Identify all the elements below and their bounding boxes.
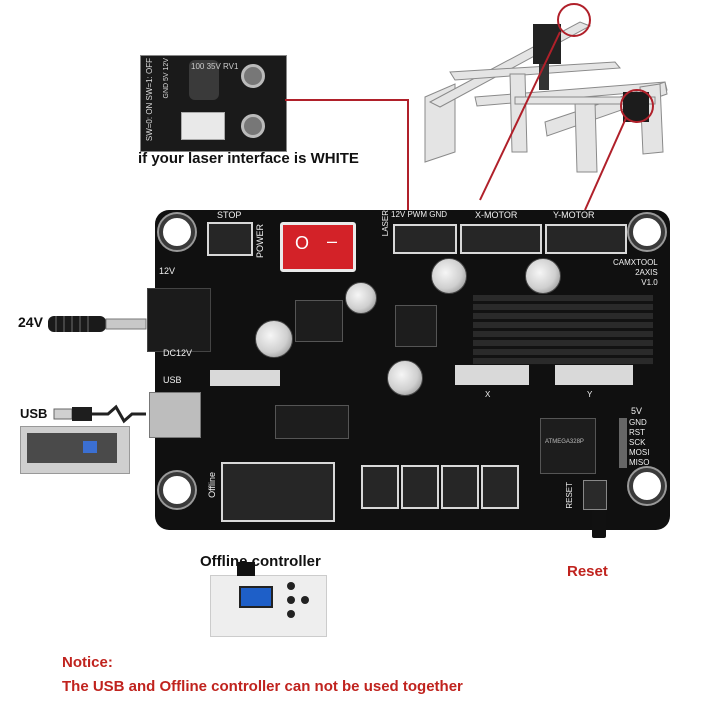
regulator-chip: [395, 305, 437, 347]
vga-port: [83, 441, 97, 453]
laser-pin-labels: 12V PWM GND: [391, 210, 448, 219]
laser-connector: [393, 224, 457, 254]
offline-label: Offline: [207, 472, 217, 498]
motor-driver-heatsink: [473, 295, 653, 365]
isp-pin-label: RST: [629, 428, 645, 437]
limit-connector: [481, 465, 519, 509]
stop-label: STOP: [217, 210, 242, 220]
mounting-hole: [241, 114, 265, 138]
mounting-hole: [159, 214, 195, 250]
reset-button[interactable]: [583, 480, 607, 510]
x-motor-label: X-MOTOR: [475, 210, 518, 220]
reset-label: Reset: [567, 563, 608, 580]
isp-pin-label: GND: [629, 418, 647, 427]
isp-pin-label: MISO: [629, 458, 650, 467]
dc12v-label: DC12V: [163, 348, 193, 358]
voltage-regulator: [295, 300, 343, 342]
dc-power-jack[interactable]: [147, 288, 211, 352]
5v-label: 5V: [631, 406, 643, 416]
usb-label: USB: [163, 375, 182, 385]
smd-resistors: [455, 365, 529, 385]
usb-cable-label: USB: [20, 406, 48, 421]
controller-cable-connector: [237, 562, 255, 576]
brand-model: 2AXIS: [635, 268, 658, 277]
dc-plug-cable-image: [48, 316, 147, 332]
capacitor: [345, 282, 377, 314]
x-axis-mark: X: [485, 390, 491, 399]
microcontroller: ATMEGA328P: [540, 418, 596, 474]
brand-version: V1.0: [641, 278, 658, 287]
usb-cable-image: [53, 404, 146, 424]
mounting-hole: [629, 468, 665, 504]
lcd-screen: [239, 586, 273, 608]
offline-controller-label: Offline controller: [200, 553, 321, 570]
notice-title: Notice:: [62, 654, 113, 671]
24v-label: 24V: [18, 314, 43, 330]
mounting-hole: [241, 64, 265, 88]
microcontroller-label: ATMEGA328P: [545, 439, 584, 445]
usb-serial-chip: [275, 405, 349, 439]
capacitor: [387, 360, 423, 396]
laser-label: LASER: [381, 210, 390, 237]
capacitor: [255, 320, 293, 358]
usb-port[interactable]: [149, 392, 201, 438]
x-motor-connector: [460, 224, 542, 254]
controller-board: STOP POWER O – LASER 12V PWM GND X-MOTOR…: [147, 210, 670, 530]
laser-engraver-machine-image: [424, 3, 668, 173]
stop-connector: [207, 222, 253, 256]
switch-on-mark: O: [295, 233, 310, 253]
y-axis-mark: Y: [587, 390, 593, 399]
switch-off-mark: –: [327, 231, 338, 251]
control-button: [287, 596, 295, 604]
inset-caption: if your laser interface is WHITE: [138, 150, 359, 167]
12v-label: 12V: [159, 266, 176, 276]
capacitor: [431, 258, 467, 294]
y-motor-label: Y-MOTOR: [553, 210, 595, 220]
white-laser-connector: [181, 112, 225, 140]
offline-controller-image: [210, 562, 327, 637]
brand-name: CAMXTOOL: [613, 258, 658, 267]
brand-label: CAMXTOOL 2AXIS V1.0: [613, 258, 658, 288]
smd-resistors: [555, 365, 633, 385]
power-label: POWER: [255, 224, 265, 259]
reset-plunger: [592, 510, 606, 538]
isp-pin-label: MOSI: [629, 448, 650, 457]
limit-connector: [361, 465, 399, 509]
offline-controller-port[interactable]: [221, 462, 335, 522]
capacitor: [189, 60, 219, 100]
limit-connector: [401, 465, 439, 509]
mounting-hole: [629, 214, 665, 250]
power-switch[interactable]: O –: [280, 222, 356, 272]
y-motor-connector: [545, 224, 627, 254]
isp-pin-label: SCK: [629, 438, 646, 447]
isp-pin-labels: GND RST SCK MOSI MISO: [629, 418, 649, 468]
laser-interface-photo: SW=0: ON SW=1: OFF GND 5V 12V 100 35V RV…: [140, 55, 287, 152]
capacitor-label: 100 35V RV1: [191, 62, 239, 71]
control-button: [301, 596, 309, 604]
mounting-hole: [159, 472, 195, 508]
laptop-port-side: [27, 433, 117, 463]
capacitor: [525, 258, 561, 294]
reset-silk-label: RESET: [565, 482, 574, 509]
control-button: [287, 582, 295, 590]
smd-resistors: [210, 370, 280, 386]
control-button: [287, 610, 295, 618]
limit-connector: [441, 465, 479, 509]
laptop-usb-photo: [20, 426, 130, 474]
isp-header: [619, 418, 627, 468]
notice-text: The USB and Offline controller can not b…: [62, 678, 463, 695]
